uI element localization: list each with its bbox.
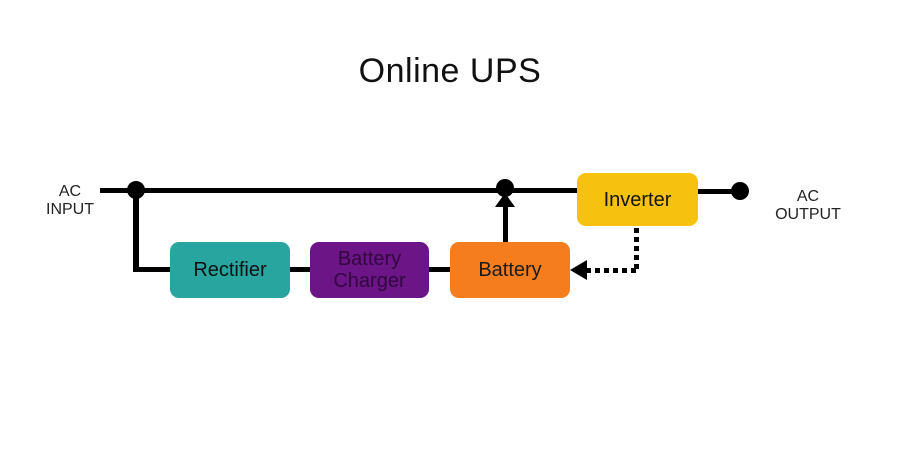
charger-battery-link [429,267,450,272]
inverter-battery-dotted-horizontal [586,268,639,273]
inverter-output-line [698,189,734,194]
input-branch-line-vertical [133,190,139,272]
up-arrowhead-icon [495,193,515,207]
ac-input-label: AC INPUT [46,183,94,218]
battery-charger-label: Battery Charger [333,248,406,292]
battery-label: Battery [478,259,542,281]
battery-to-line-link [503,203,508,242]
rectifier-charger-link [290,267,310,272]
input-branch-line-horizontal [133,267,170,272]
battery-charger-block: Battery Charger [310,242,429,298]
inverter-block: Inverter [577,173,698,226]
ac-output-label: AC OUTPUT [775,188,841,223]
rectifier-label: Rectifier [193,259,267,281]
main-line-junction-dot [496,179,514,197]
inverter-battery-dotted-vertical [634,228,639,273]
ac-output-terminal-dot [731,182,749,200]
left-arrowhead-icon [570,260,587,280]
inverter-label: Inverter [603,188,672,211]
battery-block: Battery [450,242,570,298]
ac-input-junction-dot [127,181,145,199]
rectifier-block: Rectifier [170,242,290,298]
diagram-title: Online UPS [358,52,542,90]
main-power-line [100,188,577,193]
